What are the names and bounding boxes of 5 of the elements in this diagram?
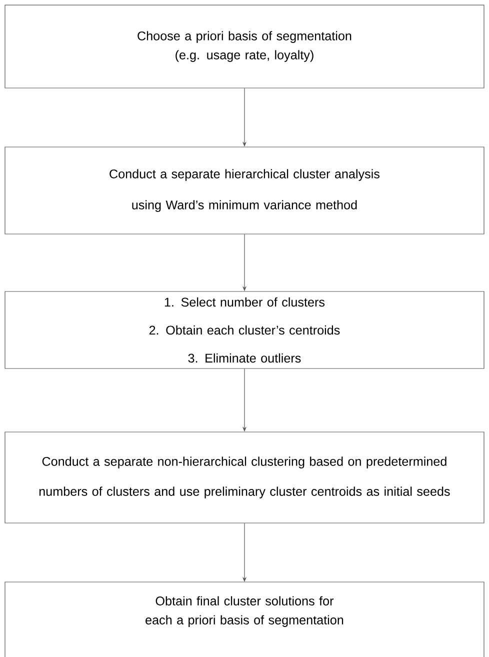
process-box: Conduct a separate hierarchical cluster analysis using Ward’s minimum variance method (4, 146, 484, 234)
process-box: Choose a priori basis of segmentation (e.g. usage rate, loyalty) (4, 4, 484, 88)
process-box: Conduct a separate non-hierarchical clustering based on predetermined numbers of clusters and use preliminary cluster centroids as initial seeds (4, 432, 484, 524)
process-box: 1. Select number of clusters 2. Obtain each cluster’s centroids 3. Eliminate outliers (4, 291, 484, 369)
process-box: Obtain final cluster solutions for each a priori basis of segmentation (4, 582, 484, 657)
